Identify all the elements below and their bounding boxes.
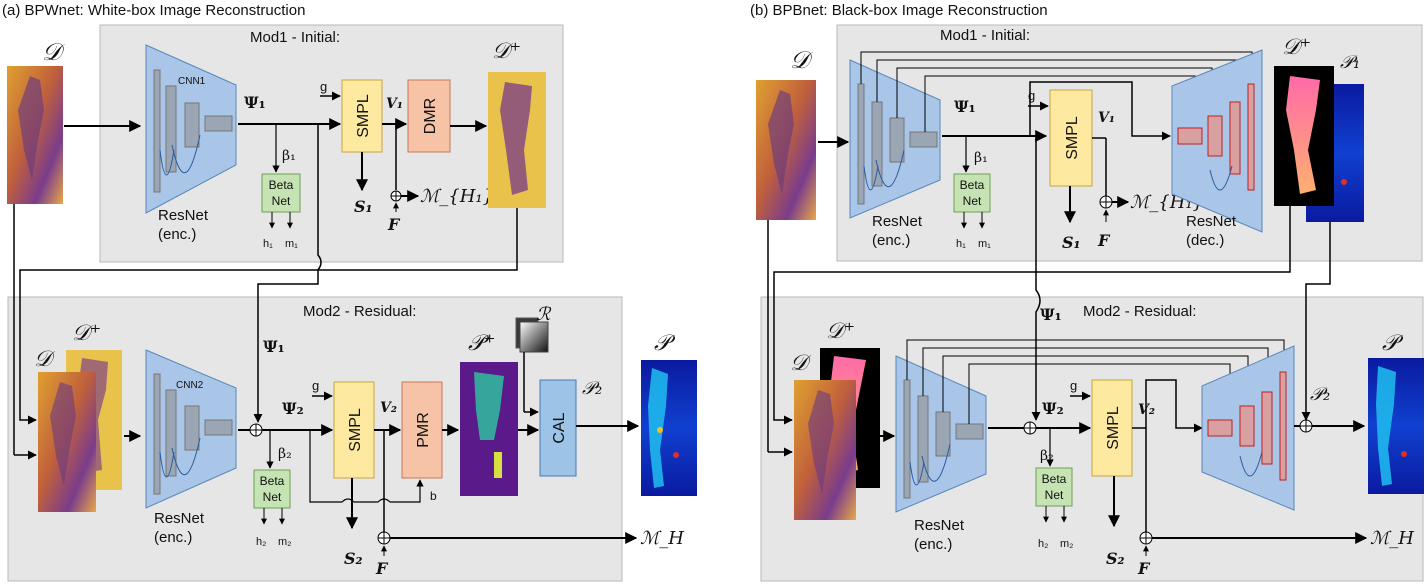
s2-label-a: S₂ — [344, 549, 363, 568]
psi1-mod2-label-a: Ψ₁ — [263, 337, 285, 356]
pmr-label: PMR — [415, 412, 432, 448]
m1-label-b: m₁ — [978, 238, 991, 250]
dmr-label: DMR — [422, 98, 439, 134]
cal-label: CAL — [551, 412, 568, 443]
resnet-label-1-a: ResNet — [158, 207, 209, 224]
beta1-label-b: β₁ — [974, 150, 988, 166]
beta-net-2-line2-a: Net — [263, 490, 282, 504]
beta-net-1-b — [953, 173, 991, 213]
cnn1-label: CNN1 — [178, 76, 206, 87]
beta-net-1-line2-b: Net — [963, 194, 982, 208]
g1-label-a: g — [320, 79, 327, 94]
v1-label-b: V₁ — [1098, 110, 1115, 126]
d-plus-label-1-a: 𝒟⁺ — [492, 39, 521, 64]
g1-label-b: g — [1028, 88, 1035, 103]
input-d-label-b: 𝒟 — [790, 46, 814, 74]
f-label-2-b: F — [1137, 559, 1151, 578]
smpl-1-label-b: SMPL — [1064, 116, 1081, 160]
dmr-block — [407, 79, 451, 153]
psi1-label-b: Ψ₁ — [954, 97, 976, 116]
v1-label-a: V₁ — [386, 96, 403, 112]
pmr-block — [401, 381, 443, 479]
enc-label-1-a: (enc.) — [158, 226, 196, 243]
f-label-1-b: F — [1097, 231, 1111, 250]
mod1-title-b: Mod1 - Initial: — [940, 27, 1030, 44]
r-image-a — [519, 321, 549, 353]
smpl-1-label-a: SMPL — [355, 94, 372, 138]
cnn2-label: CNN2 — [176, 380, 204, 391]
p2-label-b: 𝒫₂ — [1310, 384, 1330, 405]
p-plus-label-a: 𝒫⁺ — [468, 331, 495, 356]
beta-net-1-line1-a: Beta — [269, 178, 294, 192]
p-hat-image-b — [1368, 358, 1424, 494]
beta-net-1-line1-b: Beta — [960, 178, 985, 192]
psi2-label-a: Ψ₂ — [282, 399, 304, 418]
v2-label-a: V₂ — [380, 400, 397, 416]
beta2-label-a: β₂ — [278, 446, 292, 462]
m1-label-a: m₁ — [285, 238, 298, 250]
beta-net-2-line1-a: Beta — [260, 474, 285, 488]
f-label-1-a: F — [387, 215, 401, 234]
beta1-label-a: β₁ — [282, 148, 296, 164]
d-plus-label-1-b: 𝒟⁺ — [1282, 35, 1311, 60]
mh1-label-a: ℳ_{H₁} — [420, 186, 494, 207]
mh-label-b: ℳ_H — [1370, 528, 1414, 549]
psi2-label-b: Ψ₂ — [1042, 399, 1064, 418]
mod2-title-a: Mod2 - Residual: — [303, 303, 416, 320]
beta-net-1-a — [261, 173, 301, 213]
h1-label-b: h₁ — [956, 238, 966, 250]
enc-label-1-b: (enc.) — [872, 232, 910, 249]
d-plus-label-2-b: 𝒟⁺ — [826, 319, 855, 344]
r-label-a: ℛ — [536, 304, 552, 325]
smpl-2-b — [1091, 379, 1133, 477]
resnet-label-2-a: ResNet — [154, 510, 205, 527]
beta-net-2-b — [1035, 467, 1073, 507]
dec-label-b: (dec.) — [1186, 232, 1224, 249]
mh-label-a: ℳ_H — [640, 528, 684, 549]
beta2-label-b: β₂ — [1040, 448, 1054, 464]
caption-b: (b) BPBnet: Black-box Image Reconstructi… — [750, 2, 1048, 19]
p2-label-a: 𝒫₂ — [582, 378, 602, 399]
cal-block — [539, 379, 577, 477]
psi1-label-a: Ψ₁ — [244, 93, 266, 112]
b-label-a: b — [430, 489, 437, 503]
enc-label-2-a: (enc.) — [154, 529, 192, 546]
s1-label-b: S₁ — [1062, 233, 1081, 252]
resnet-label-2-b: ResNet — [914, 517, 965, 534]
s1-label-a: S₁ — [354, 197, 373, 216]
s2-label-b: S₂ — [1106, 549, 1125, 568]
beta-net-2-a — [253, 469, 291, 509]
beta-net-1-line2-a: Net — [272, 194, 291, 208]
smpl-2-a — [333, 381, 375, 479]
beta-net-2-line1-b: Beta — [1042, 472, 1067, 486]
h1-label-a: h₁ — [263, 238, 273, 250]
caption-a: (a) BPWnet: White-box Image Reconstructi… — [2, 2, 305, 19]
g2-label-b: g — [1070, 378, 1077, 393]
input-d-label-2-b: 𝒟 — [790, 351, 812, 376]
beta-net-2-line2-b: Net — [1045, 488, 1064, 502]
smpl-2-label-b: SMPL — [1105, 406, 1122, 450]
h2-label-b: h₂ — [1038, 538, 1048, 550]
p1-label-b: 𝒫₁ — [1340, 52, 1360, 73]
m2-label-a: m₂ — [278, 536, 291, 548]
resnet-label-dec-b: ResNet — [1186, 213, 1237, 230]
d-plus-label-2-a: 𝒟⁺ — [72, 321, 101, 346]
f-label-2-a: F — [375, 559, 389, 578]
resnet-label-1-b: ResNet — [872, 213, 923, 230]
p-hat-label-a: 𝒫 — [654, 331, 676, 356]
input-d-label-a: 𝒟 — [42, 38, 66, 66]
smpl-2-label-a: SMPL — [347, 408, 364, 452]
mod2-title-b: Mod2 - Residual: — [1083, 303, 1196, 320]
m2-label-b: m₂ — [1060, 538, 1073, 550]
input-d-label-2-a: 𝒟 — [34, 347, 56, 372]
enc-label-2-b: (enc.) — [914, 536, 952, 553]
g2-label-a: g — [312, 378, 319, 393]
h2-label-a: h₂ — [256, 536, 266, 548]
mod1-title-a: Mod1 - Initial: — [250, 29, 340, 46]
psi1-mod2-label-b: Ψ₁ — [1040, 305, 1062, 324]
